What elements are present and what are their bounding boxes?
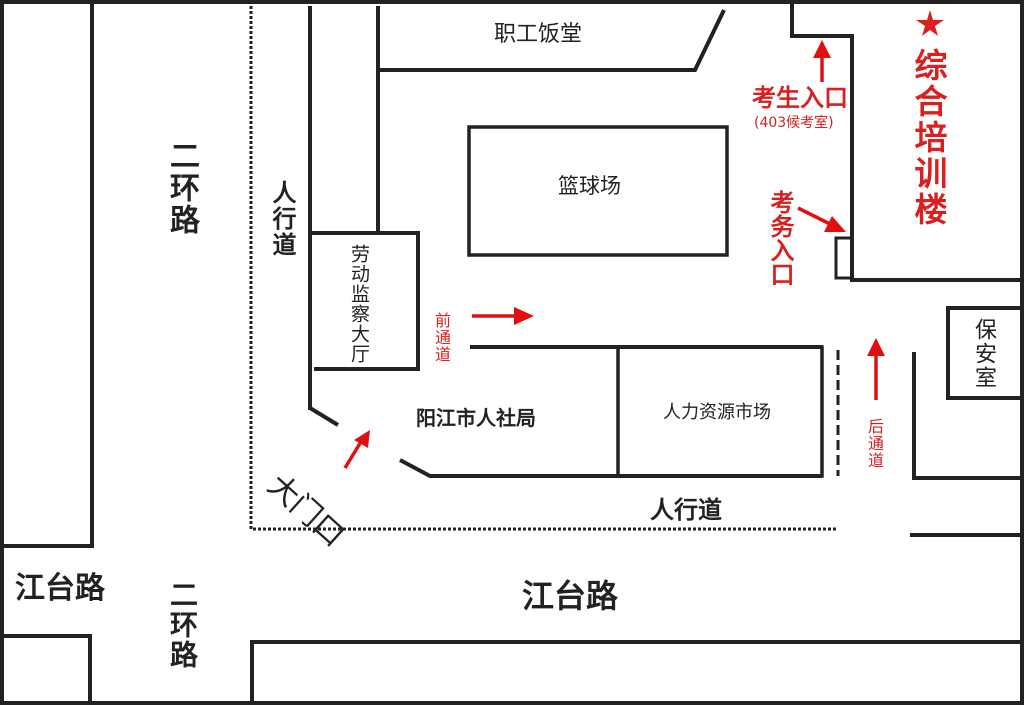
building-bureau: 阳江市人社局 (416, 406, 536, 430)
candidate-entrance-label: 考生入口 (752, 84, 848, 112)
building-labor-hall: 劳动监察大厅 (348, 244, 370, 364)
building-basketball-court: 篮球场 (558, 174, 621, 198)
front-passage-label: 前通道 (432, 312, 451, 363)
building-canteen: 职工饭堂 (494, 22, 583, 47)
building-training-building: 综合培训楼 (909, 48, 948, 228)
road-label-erhuan-bottom: 二环路 (166, 580, 199, 670)
walkway-label-bottom: 人行道 (650, 496, 722, 524)
walkway-label-left: 人行道 (268, 180, 296, 258)
building-security-room: 保安室 (971, 318, 996, 390)
road-label-erhuan-top: 二环路 (164, 140, 199, 236)
building-hr-market: 人力资源市场 (663, 402, 771, 423)
staff-entrance-label: 考务入口 (766, 190, 794, 286)
rear-passage-label: 后通道 (865, 418, 884, 469)
road-label-jiangtai-main: 江台路 (522, 577, 619, 615)
candidate-room-label: (403候考室) (754, 115, 834, 131)
star-icon (916, 10, 944, 36)
road-label-jiangtai-left: 江台路 (15, 571, 105, 606)
